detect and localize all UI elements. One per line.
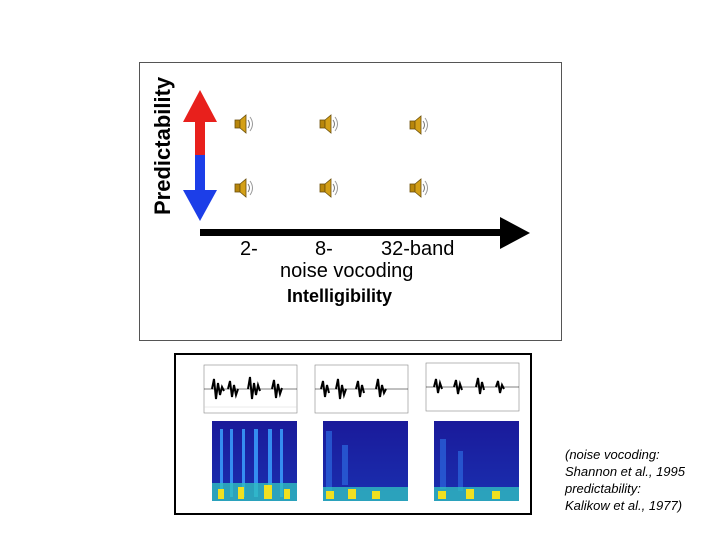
x-tick-32band: 32-band: [381, 238, 455, 260]
waveform-plot: [203, 364, 298, 414]
x-tick-2band: 2-: [240, 238, 258, 260]
x-subtitle: noise vocoding: [280, 260, 414, 282]
y-axis-label: Predictability: [150, 76, 175, 215]
citation-note: (noise vocoding: Shannon et al., 1995 pr…: [565, 446, 685, 514]
predictability-arrow: [183, 90, 217, 221]
spectrogram-plot: [323, 421, 408, 501]
speaker-icon[interactable]: [408, 177, 430, 199]
arrow-down-head: [183, 190, 217, 221]
intelligibility-arrow: [200, 217, 530, 249]
arrow-up-shaft: [195, 121, 205, 156]
x-axis-title: Intelligibility: [287, 286, 393, 306]
x-arrow-shaft: [200, 229, 502, 236]
citation-line: (noise vocoding:: [565, 447, 660, 462]
citation-line: Shannon et al., 1995: [565, 464, 685, 479]
citation-line: predictability:: [565, 481, 641, 496]
arrow-up-head: [183, 90, 217, 122]
speaker-icon[interactable]: [318, 177, 340, 199]
citation-line: Kalikow et al., 1977): [565, 498, 683, 513]
arrow-down-shaft: [195, 155, 205, 191]
x-tick-8band: 8-: [315, 238, 333, 260]
speaker-icon[interactable]: [408, 114, 430, 136]
speaker-icon[interactable]: [233, 177, 255, 199]
waveform-spectrogram-panel: [174, 353, 532, 515]
spectrogram-plot: [212, 421, 297, 501]
x-arrow-head: [500, 217, 530, 249]
waveform-spectrogram-image: [203, 362, 520, 501]
speaker-icon[interactable]: [318, 113, 340, 135]
spectrogram-plot: [434, 421, 519, 501]
waveform-plot: [425, 362, 520, 412]
waveform-plot: [314, 364, 409, 414]
speaker-icon[interactable]: [233, 113, 255, 135]
